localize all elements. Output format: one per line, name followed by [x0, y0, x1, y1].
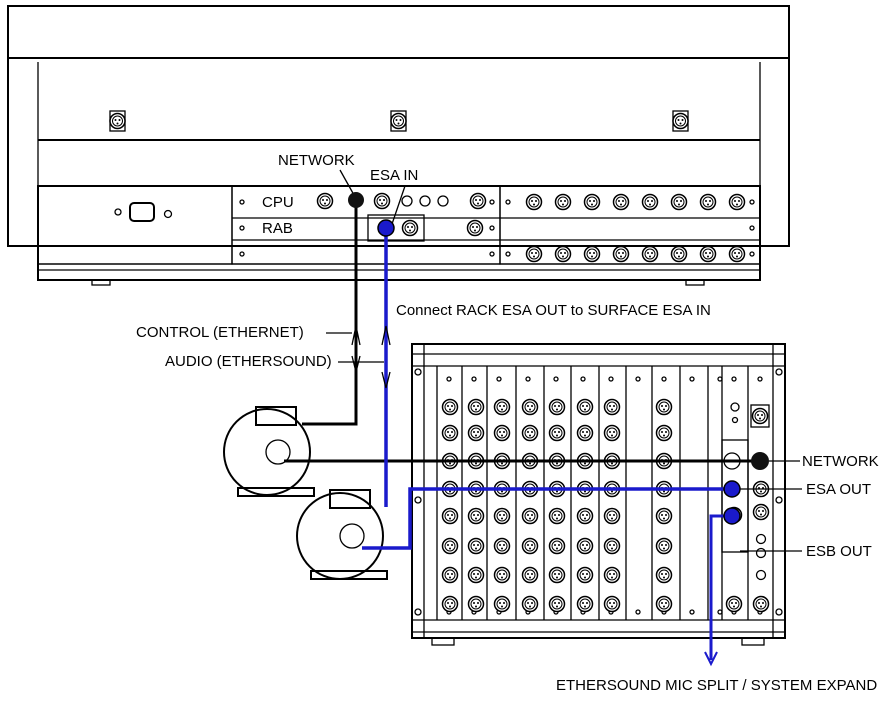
- rack-input-jack: [576, 507, 594, 525]
- esa-in-label: ESA IN: [370, 167, 418, 184]
- rack-input-jack: [576, 424, 594, 442]
- rack-input-jack: [548, 398, 566, 416]
- rack-input-jack: [655, 424, 673, 442]
- rack-input-jack: [603, 507, 621, 525]
- rack-input-jack: [521, 398, 539, 416]
- rear-connector: [109, 110, 126, 132]
- rack-input-jack: [441, 537, 459, 555]
- rear-connector: [390, 110, 407, 132]
- rack-input-jack: [441, 424, 459, 442]
- rack-input-jack: [441, 398, 459, 416]
- rack-input-jack: [548, 507, 566, 525]
- power-inlet-icon: [129, 202, 155, 222]
- rack-input-jack: [603, 595, 621, 613]
- esa-out-cable: [362, 487, 732, 550]
- rack-input-jack: [655, 398, 673, 416]
- rack-input-jack: [521, 424, 539, 442]
- rack-input-jack: [493, 566, 511, 584]
- rack-input-jack: [548, 537, 566, 555]
- audio-cable-reel: [296, 489, 388, 580]
- rack-input-jack: [576, 595, 594, 613]
- rack-input-jack: [655, 595, 673, 613]
- rab-port: [466, 219, 484, 237]
- control-label: CONTROL (ETHERNET): [136, 324, 304, 341]
- rack-input-jack: [576, 537, 594, 555]
- rack-input-jack: [521, 537, 539, 555]
- esb-out-label: ESB OUT: [806, 543, 872, 560]
- rack-input-jack: [576, 566, 594, 584]
- rack-input-jack: [603, 398, 621, 416]
- rack-esb-out-port: [723, 507, 741, 525]
- rack-input-jack: [467, 595, 485, 613]
- rack-input-jack: [493, 595, 511, 613]
- rack-power-inlet-icon: [750, 404, 770, 428]
- rack-input-jack: [493, 398, 511, 416]
- rack-input-jack: [467, 424, 485, 442]
- rab-port: [401, 219, 419, 237]
- rack-input-jack: [493, 537, 511, 555]
- arrow-updown-icon: [381, 325, 391, 346]
- rack-input-jack: [467, 398, 485, 416]
- connect-note: Connect RACK ESA OUT to SURFACE ESA IN: [396, 302, 711, 319]
- rack-input-jack: [603, 424, 621, 442]
- rack-input-jack: [467, 507, 485, 525]
- rack-input-jack: [521, 507, 539, 525]
- ground-screw-icon: [163, 209, 173, 219]
- cpu-port: [316, 192, 334, 210]
- rack-input-jack: [655, 566, 673, 584]
- rack-input-jack: [655, 537, 673, 555]
- rear-connector: [672, 110, 689, 132]
- control-cable-reel: [223, 406, 315, 497]
- arrow-down-icon: [704, 651, 718, 667]
- rack-input-jack: [548, 595, 566, 613]
- rack-network-label: NETWORK: [802, 453, 879, 470]
- rack-network-port: [751, 452, 769, 470]
- rack-input-jack: [467, 566, 485, 584]
- cpu-port: [373, 192, 391, 210]
- arrow-updown-icon: [351, 325, 361, 352]
- rab-label: RAB: [262, 220, 293, 237]
- stage-rack: [411, 343, 786, 646]
- console-surface: CPU RAB: [7, 5, 790, 286]
- expand-label: ETHERSOUND MIC SPLIT / SYSTEM EXPAND: [556, 677, 877, 694]
- esa-out-label: ESA OUT: [806, 481, 871, 498]
- surface-esa-in-port: [377, 219, 395, 237]
- power-switch-icon: [114, 208, 122, 216]
- rack-input-jack: [493, 507, 511, 525]
- rack-input-jack: [548, 424, 566, 442]
- control-cable: [302, 200, 358, 426]
- rack-input-jack: [441, 595, 459, 613]
- surface-network-port: [348, 192, 364, 208]
- rack-input-jack: [603, 566, 621, 584]
- audio-label: AUDIO (ETHERSOUND): [165, 353, 332, 370]
- rack-input-jack: [521, 566, 539, 584]
- rack-input-jack: [441, 507, 459, 525]
- rack-input-jack: [603, 537, 621, 555]
- rack-input-jack: [655, 507, 673, 525]
- rack-input-jack: [521, 595, 539, 613]
- rack-input-jack: [548, 566, 566, 584]
- rack-esa-out-port: [723, 480, 741, 498]
- rack-input-jack: [576, 398, 594, 416]
- cpu-label: CPU: [262, 194, 294, 211]
- cpu-port: [469, 192, 487, 210]
- rack-input-jack: [493, 424, 511, 442]
- rack-input-jack: [467, 537, 485, 555]
- network-label: NETWORK: [278, 152, 355, 169]
- rack-input-jack: [441, 566, 459, 584]
